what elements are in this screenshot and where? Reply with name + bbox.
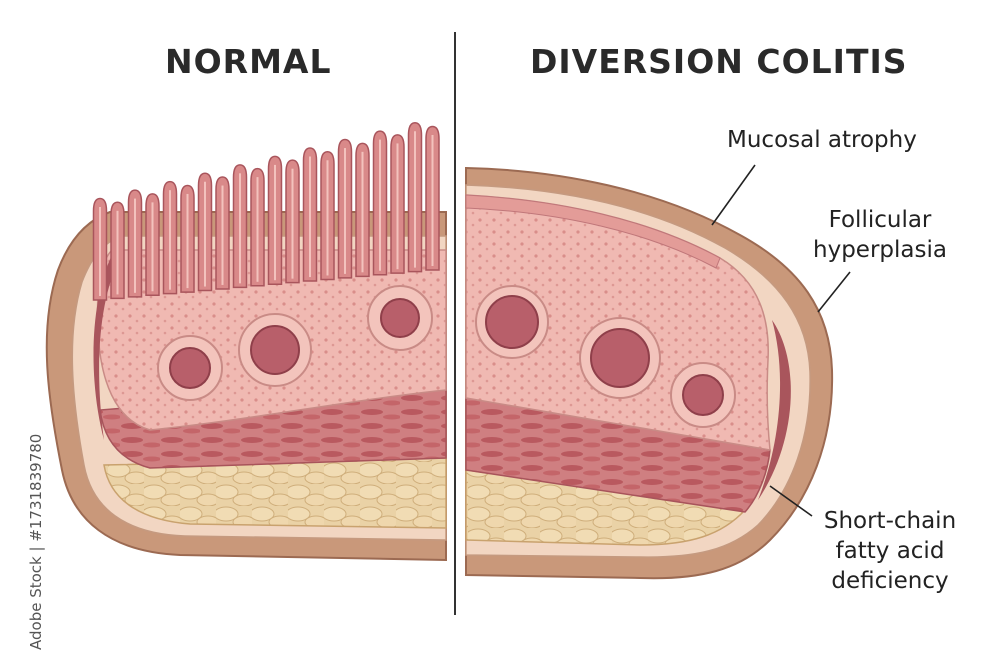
label-mucosal-atrophy: Mucosal atrophy xyxy=(727,125,947,155)
leader-mucosal-atrophy xyxy=(712,165,755,225)
label-follicular-hyperplasia: Follicular hyperplasia xyxy=(805,205,955,265)
stock-id-text: Adobe Stock | #1731839780 xyxy=(27,434,45,650)
label-scfa-line2: fatty acid xyxy=(810,536,970,566)
stock-id-watermark: Adobe Stock | #1731839780 xyxy=(5,420,35,650)
label-follicular-line2: hyperplasia xyxy=(805,235,955,265)
diversion-section xyxy=(466,168,832,578)
normal-section xyxy=(47,123,446,560)
label-scfa-line1: Short-chain xyxy=(810,506,970,536)
label-scfa-deficiency: Short-chain fatty acid deficiency xyxy=(810,506,970,596)
label-follicular-line1: Follicular xyxy=(805,205,955,235)
leader-follicular-hyperplasia xyxy=(818,272,850,312)
label-scfa-line3: deficiency xyxy=(810,566,970,596)
